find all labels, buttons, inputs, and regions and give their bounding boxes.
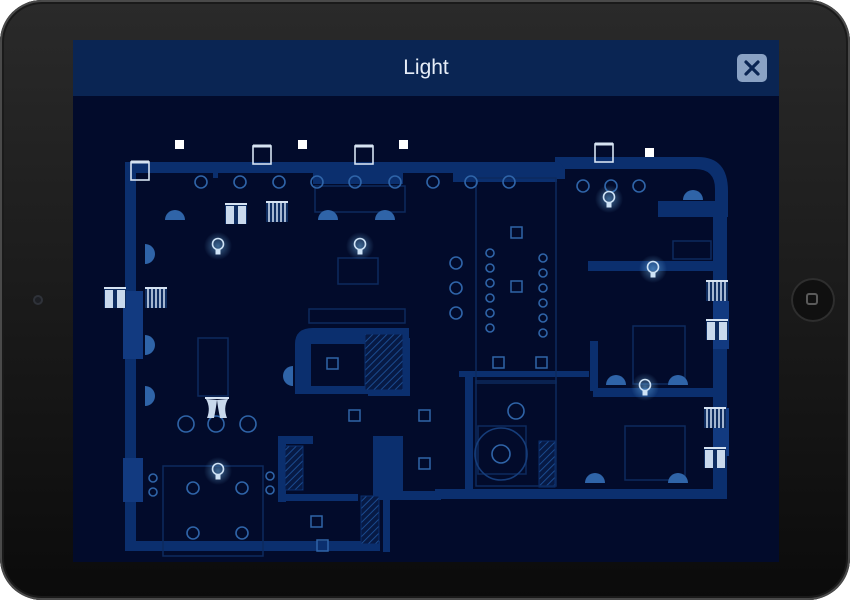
switch-icon[interactable] [354,145,374,165]
home-square-icon [806,293,818,305]
walls [123,157,729,552]
indicator-square[interactable] [298,140,307,149]
light-bulb-icon[interactable] [203,456,233,486]
light-fixtures [148,175,646,540]
home-button[interactable] [791,278,835,322]
blinds-icon[interactable] [265,201,289,223]
curtain-icon[interactable] [703,447,727,469]
blinds-icon[interactable] [705,280,729,302]
page-title: Light [403,56,449,79]
app-screen: Light [73,40,779,562]
switch-icon[interactable] [252,145,272,165]
title-bar: Light [73,40,779,96]
curtain-icon[interactable] [705,319,729,341]
light-bulb-icon[interactable] [345,231,375,261]
close-icon [744,60,760,76]
door-arcs [145,190,703,483]
furniture [162,177,712,557]
window-devices [103,201,729,469]
indicator-square[interactable] [175,140,184,149]
close-button[interactable] [737,54,767,82]
hatched-blocks [284,333,556,545]
curtain-drape-icon[interactable] [205,397,229,418]
floor-plan [103,140,729,557]
light-bulb-icon[interactable] [594,184,624,214]
curtain-icon[interactable] [103,287,127,309]
blinds-icon[interactable] [703,407,727,429]
indicator-squares [175,140,654,157]
front-camera [33,295,43,305]
curtain-icon[interactable] [224,203,248,225]
light-bulb-icon[interactable] [638,254,668,284]
wall-switches [130,142,614,181]
light-bulb-icon[interactable] [630,372,660,402]
light-bulb-icons [203,184,668,486]
light-bulb-icon[interactable] [203,231,233,261]
indicator-square[interactable] [399,140,408,149]
indicator-square[interactable] [645,148,654,157]
switch-squares [310,226,548,552]
blinds-icon[interactable] [144,287,168,309]
